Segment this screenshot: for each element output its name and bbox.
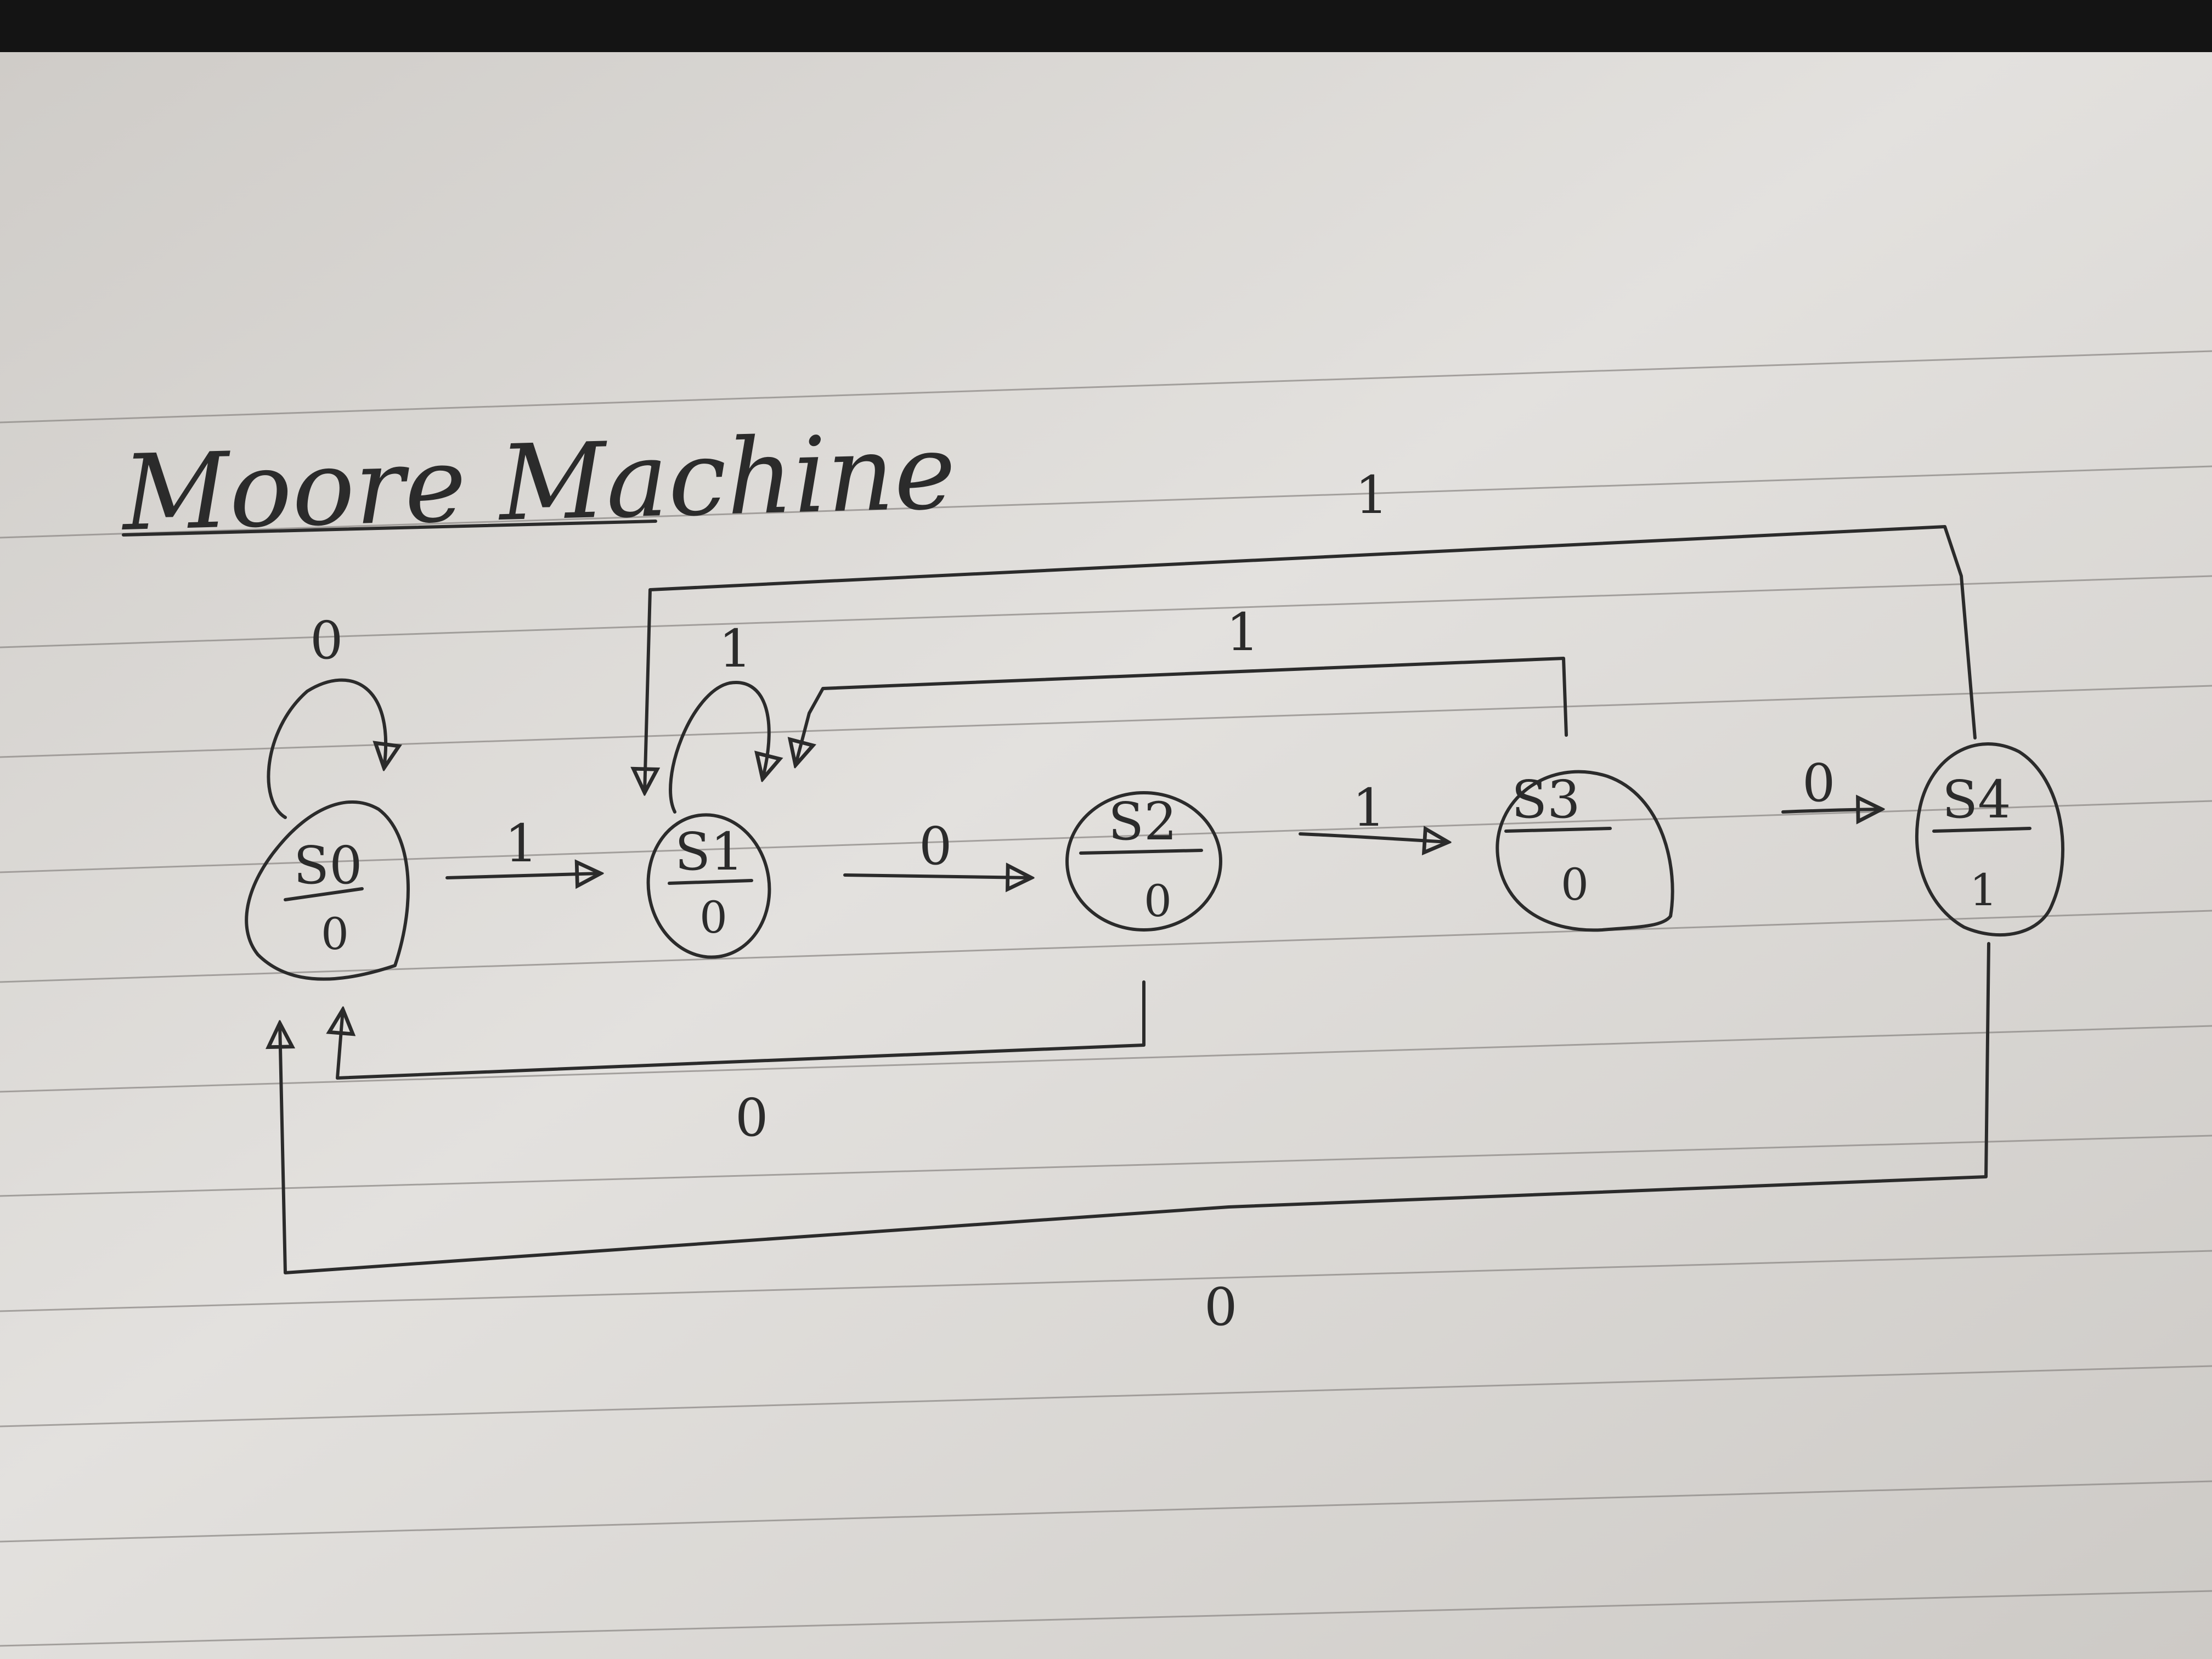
transition-s2-s3-label: 1 [1352,778,1385,838]
transition-s1-s2-label: 0 [919,816,952,877]
transition-s1-s1: 1 [669,619,769,814]
state-s0: S0 0 [245,800,410,981]
transition-s3-s1: 1 [795,602,1568,765]
state-s3-output: 0 [1561,859,1589,910]
paper-sheet [0,52,2212,1659]
transition-s3-s4: 0 [1781,753,1882,814]
transition-s0-s1: 1 [445,814,601,878]
state-s4-name: S4 [1942,770,2011,830]
transition-s4-s1-label: 1 [1355,465,1388,526]
state-s0-name: S0 [294,836,363,896]
state-s2-name: S2 [1108,792,1177,852]
state-s1: S1 0 [646,813,771,959]
state-s4-output: 1 [1970,865,1997,916]
transition-s4-s0: 0 [280,942,1990,1338]
transition-s0-s0-label: 0 [310,611,343,671]
transition-s3-s1-label: 1 [1226,602,1259,663]
transition-s2-s3: 1 [1299,778,1448,842]
state-s3: S3 0 [1496,770,1674,932]
state-s2-output: 0 [1144,876,1172,927]
state-s1-name: S1 [675,822,744,882]
ruled-lines [0,350,2212,1647]
state-s4: S4 1 [1915,742,2064,937]
transition-s1-s2: 0 [843,816,1031,878]
state-s2: S2 0 [1065,791,1222,932]
transition-s4-s0-label: 0 [1204,1277,1237,1338]
state-s1-output: 0 [699,892,727,943]
transition-s4-s1: 1 [645,465,1977,793]
transition-s0-s1-label: 1 [505,814,538,874]
state-s0-output: 0 [321,909,349,960]
transition-s0-s0: 0 [267,611,386,819]
transition-s1-s1-label: 1 [719,619,752,679]
state-s3-name: S3 [1511,770,1581,830]
title-underline [122,520,657,537]
transition-s3-s4-label: 0 [1802,753,1835,814]
transition-s2-s0-label: 0 [735,1088,768,1148]
transition-s2-s0: 0 [337,980,1146,1148]
